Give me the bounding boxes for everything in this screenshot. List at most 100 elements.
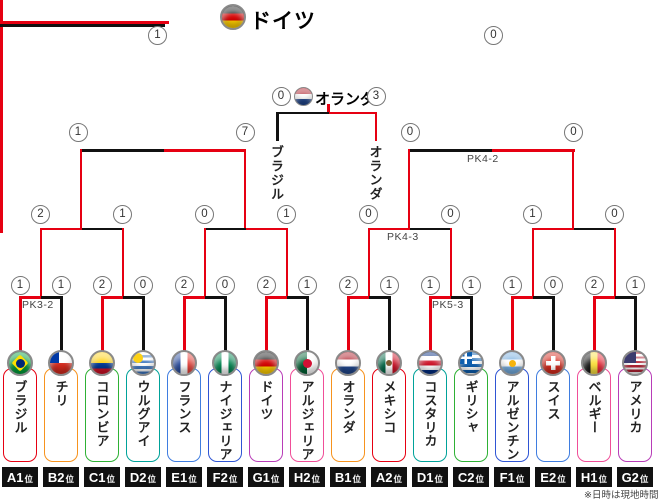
qf3-left-score: 0 [359,205,378,224]
r16-m2-left-score: 2 [92,275,112,295]
final-left-score: 1 [148,26,167,45]
r16-m7-right-score: 0 [543,275,563,295]
r16-m6-pk-label: PK5-3 [432,299,464,311]
team-name: ブラジル [12,380,28,434]
seed-text: A1 [6,469,24,485]
third-place-right-drop-line [374,111,377,141]
team-name: チリ [53,380,69,407]
seed-text: A2 [375,469,393,485]
qf2-right-score: 1 [277,205,296,224]
third-place-left-score: 0 [271,86,291,106]
qf4-left-score: 1 [523,205,542,224]
champion-stem-line [0,0,3,21]
r16-m4-left-score: 2 [256,275,276,295]
team-stem-argentina [511,296,514,353]
qf3-line-left [368,227,410,230]
r16-m8-line-right [615,296,636,299]
final-line-right [0,24,165,27]
qf1-line-right [82,227,123,230]
team-name: コスタリカ [422,380,438,448]
r16-m5-line-right [369,296,390,299]
seed-suffix: 位 [311,473,321,484]
r16-m5-line-left [348,296,369,299]
sf2-line-right [491,149,575,152]
team-name: オランダ [340,380,356,434]
r16-m2-line-right [123,296,144,299]
sf1-right-drop-line [243,149,246,229]
qf1-line-left [40,227,82,230]
seed-text: C2 [457,469,475,485]
seed-suffix: 位 [188,473,197,484]
sf1-left-score: 1 [68,123,88,142]
third-place-left-team: ブラジル [269,145,284,201]
team-name: ドイツ [258,380,274,421]
sf2-left-drop-line [407,149,410,229]
sf2-right-drop-line [571,149,574,229]
r16-m1-left-score: 1 [10,275,30,295]
seed-text: H1 [580,469,598,485]
third-place-right-score: 3 [366,86,386,106]
third-place-left-drop-line [276,111,279,141]
seed-suffix: 位 [270,473,280,484]
mexico-flag-icon [376,350,402,376]
r16-m1-right-score: 1 [51,275,71,295]
team-box-costarica: コスタリカ [413,368,447,462]
team-box-argentina: アルゼンチン [495,368,529,462]
qf3-line-right [409,227,452,230]
chile-flag-icon [48,350,74,376]
team-box-algeria: アルジェリア [290,368,324,462]
seed-text: D2 [129,469,147,485]
switzerland-flag-icon [540,350,566,376]
seed-text: F1 [499,469,515,485]
r16-m2-right-score: 0 [133,275,153,295]
seed-text: H2 [293,469,311,485]
r16-m1-up-line [39,228,42,296]
team-name: メキシコ [381,380,397,434]
sf2-pk-label: PK4-2 [467,153,499,165]
seed-suffix: 位 [106,473,116,484]
team-box-uruguay: ウルグアイ [126,368,160,462]
uruguay-flag-icon [130,350,156,376]
team-box-brazil: ブラジル [3,368,37,462]
seed-suffix: 位 [24,473,34,484]
r16-m4-up-line [285,228,288,296]
third-place-line-right [328,111,377,114]
qf1-right-score: 1 [113,205,132,224]
seed-suffix: 位 [352,473,362,484]
team-box-france: フランス [167,368,201,462]
seed-text: E2 [540,469,557,485]
r16-m3-right-score: 0 [215,275,235,295]
r16-m6-right-score: 1 [461,275,481,295]
seed-text: F2 [212,469,228,485]
costarica-flag-icon [417,350,443,376]
r16-m1-pk-label: PK3-2 [22,299,54,311]
netherlands-flag-icon [335,350,361,376]
qf1-left-score: 2 [31,205,50,224]
seed-suffix: 位 [639,473,649,484]
r16-m7-line-right [533,296,554,299]
qf3-pk-label: PK4-3 [387,231,419,243]
r16-m3-left-score: 2 [174,275,194,295]
r16-m2-line-left [102,296,123,299]
team-box-netherlands: オランダ [331,368,365,462]
team-stem-switzerland [552,296,555,353]
local-time-note: ※日時は現地時間 [584,490,659,500]
seed-text: E1 [171,469,188,485]
team-stem-costarica [429,296,432,353]
seed-suffix: 位 [515,473,525,484]
team-box-belgium: ベルギー [577,368,611,462]
r16-m6-up-line [449,228,452,296]
r16-m2-up-line [121,228,124,296]
r16-m8-up-line [613,228,616,296]
third-place-line-left [277,111,329,114]
